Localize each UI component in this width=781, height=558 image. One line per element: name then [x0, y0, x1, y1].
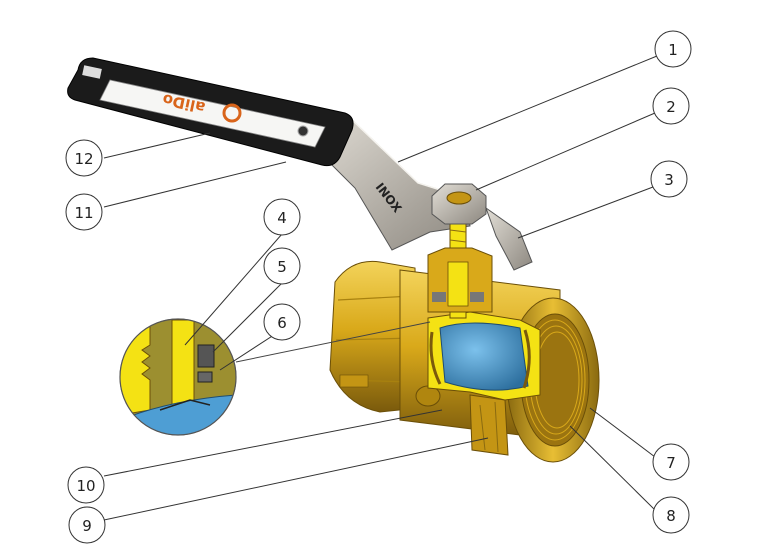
- callout-label: 3: [664, 171, 674, 189]
- logo-mark-icon: [222, 103, 242, 123]
- ball: [439, 322, 529, 391]
- callout-1: 1: [654, 30, 692, 68]
- callout-label: 5: [277, 258, 287, 276]
- callout-10: 10: [67, 466, 105, 504]
- callout-label: 12: [74, 150, 93, 168]
- callout-label: 7: [666, 454, 676, 472]
- callout-8: 8: [652, 496, 690, 534]
- callout-11: 11: [65, 193, 103, 231]
- callout-7: 7: [652, 443, 690, 481]
- handle: INOX aliDo: [67, 57, 471, 251]
- end-cap-ring: [469, 394, 509, 456]
- callout-12: 12: [65, 139, 103, 177]
- callout-label: 11: [74, 204, 93, 222]
- leader-lines: [103, 55, 658, 521]
- callout-label: 4: [277, 209, 287, 227]
- handle-rivet-icon: [297, 125, 309, 137]
- callout-9: 9: [68, 506, 106, 544]
- callout-label: 6: [277, 314, 287, 332]
- callout-4: 4: [263, 198, 301, 236]
- callout-2: 2: [652, 87, 690, 125]
- callout-label: 1: [668, 41, 678, 59]
- handle-label-panel: [99, 79, 326, 148]
- callout-label: 2: [666, 98, 676, 116]
- callout-label: 9: [82, 517, 92, 535]
- callout-5: 5: [263, 247, 301, 285]
- callout-3: 3: [650, 160, 688, 198]
- detail-magnifier: [119, 318, 431, 436]
- valve-body: [329, 183, 600, 463]
- callout-6: 6: [263, 303, 301, 341]
- callout-label: 8: [666, 507, 676, 525]
- callout-label: 10: [76, 477, 95, 495]
